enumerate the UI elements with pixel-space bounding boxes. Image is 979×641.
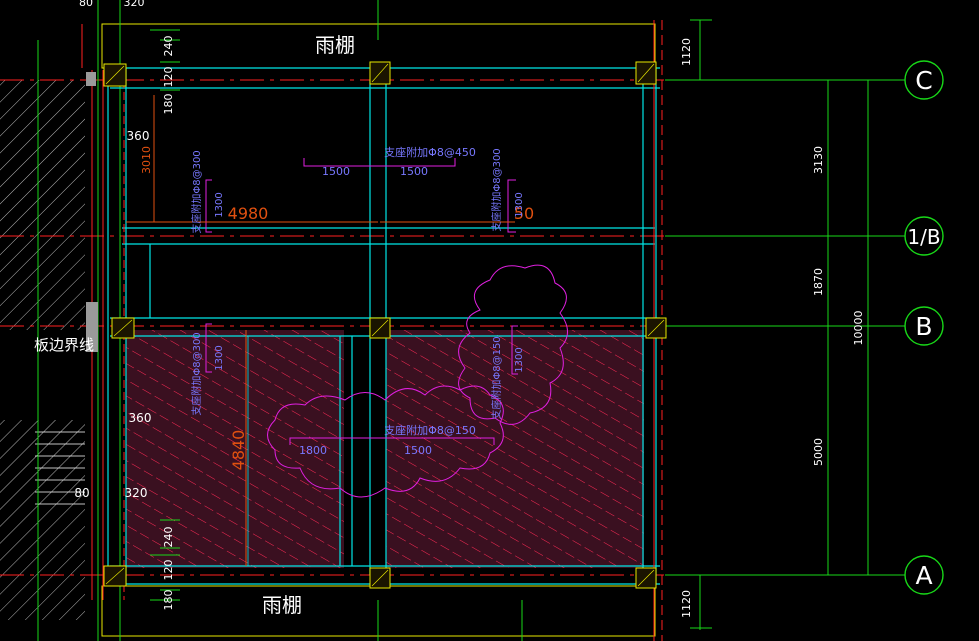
dim-360b: 360 [129,411,152,425]
stair-hatch [0,80,85,620]
dim-top-80: 80 [79,0,93,9]
dim-1120b: 1120 [680,590,693,618]
canopy-label-top: 雨棚 [315,33,355,57]
dim-120a: 120 [162,67,175,88]
dim-10000: 10000 [852,311,865,346]
dim-180b: 180 [162,590,175,611]
rebar-len-right-v: 1300 [514,192,525,217]
axis-label-1b: 1/B [907,225,940,249]
dim-1870: 1870 [812,268,825,296]
slab-edge-block-top [86,72,96,86]
axis-lines [0,79,905,576]
dim-360a: 360 [127,129,150,143]
dim-320b: 320 [125,486,148,500]
span-label-upper-right: 50 [514,204,534,223]
dim-240a: 240 [162,36,175,57]
span-label-lower-left: 4840 [229,430,248,471]
rebar-len-top-left: 1500 [322,165,350,178]
dim-3130: 3130 [812,146,825,174]
rebar-top-right: 支座附加Φ8@300 [490,148,503,231]
rebar-len-mid-left-v: 1300 [214,345,225,370]
span-label-upper-left: 4980 [228,204,269,223]
rebar-len-mid-right-v: 1300 [514,347,525,372]
slab-edge-label: 板边界线 [34,336,94,354]
axis-label-b: B [915,312,932,341]
axis-label-a: A [915,561,932,590]
canopy-label-bottom: 雨棚 [262,593,302,617]
rebar-len-left-v: 1300 [214,192,225,217]
rebar-top-center: 支座附加Φ8@450 [384,145,476,159]
dim-3010: 3010 [140,146,153,174]
dim-180a: 180 [162,94,175,115]
rebar-lower-center: 支座附加Φ8@150 [384,423,476,437]
axis-label-c: C [915,66,932,95]
rebar-len-lower-left: 1800 [299,444,327,457]
slab-hatch-areas [126,330,644,568]
rebar-mid-left: 支座附加Φ8@300 [190,332,203,415]
dim-240b: 240 [162,527,175,548]
revision-clouds [267,264,568,498]
axis-bubbles [904,60,944,595]
rebar-len-lower-right: 1500 [404,444,432,457]
rebar-mid-right: 支座附加Φ8@150 [490,336,503,419]
dim-top-320: 320 [124,0,145,9]
rebar-top-left: 支座附加Φ8@300 [190,150,203,233]
rebar-len-top-right: 1500 [400,165,428,178]
dim-5000: 5000 [812,438,825,466]
column-hatch [105,63,665,587]
dim-80b: 80 [74,486,89,500]
dim-1120a: 1120 [680,38,693,66]
span-dims [126,95,515,566]
dim-ticks [160,39,180,591]
dim-120b: 120 [162,560,175,581]
rebar-lines [205,158,518,445]
slab-edge-block [86,302,98,352]
